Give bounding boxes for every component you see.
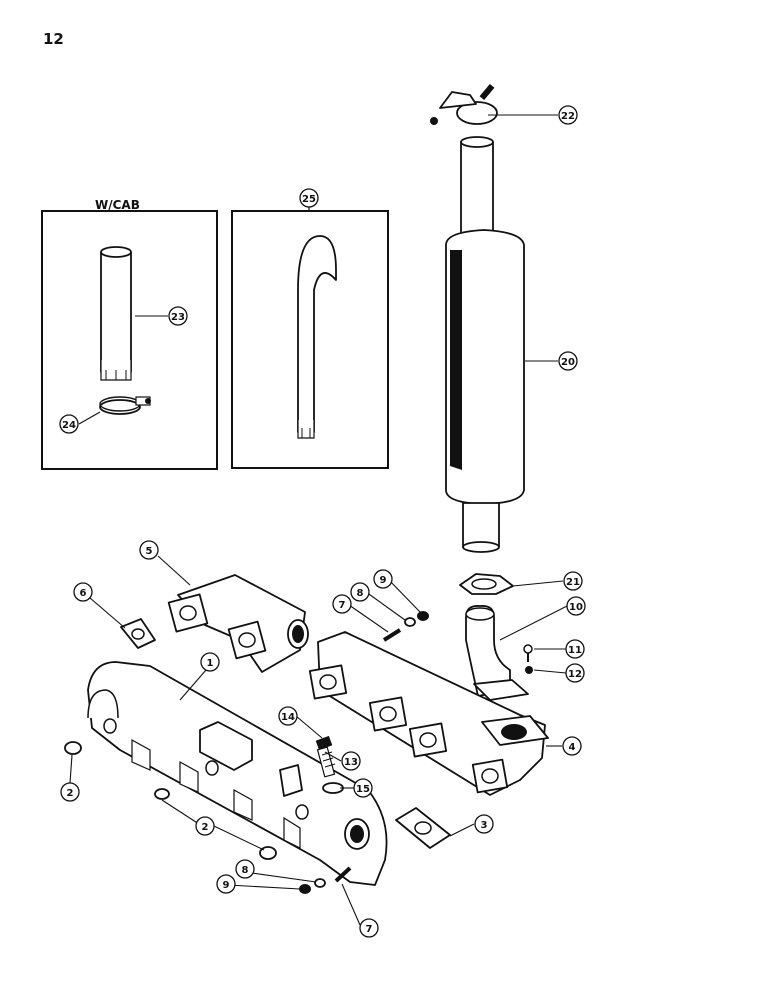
muffler xyxy=(445,136,525,553)
curved-exhaust-pipe xyxy=(297,235,337,439)
temperature-sender xyxy=(315,735,336,778)
elbow-nut xyxy=(525,666,533,674)
manifold-stud xyxy=(382,628,402,642)
pipe-clamp xyxy=(99,396,151,415)
manifold-stud xyxy=(334,866,352,883)
callout: 2 xyxy=(60,782,80,802)
callout: 7 xyxy=(359,918,379,938)
manifold-gasket-small xyxy=(120,618,156,649)
callout: 22 xyxy=(558,105,578,125)
svg-text:9: 9 xyxy=(223,880,230,891)
svg-text:1: 1 xyxy=(207,658,214,669)
svg-text:6: 6 xyxy=(80,588,87,599)
svg-text:11: 11 xyxy=(568,645,582,656)
svg-text:21: 21 xyxy=(566,577,580,588)
callout: 8 xyxy=(350,582,370,602)
manifold-gasket-large xyxy=(395,807,451,849)
washer xyxy=(314,878,326,888)
svg-text:3: 3 xyxy=(481,820,488,831)
callout: 24 xyxy=(59,414,79,434)
curved-pipe-option-box xyxy=(231,210,389,469)
straight-exhaust-pipe xyxy=(100,246,132,381)
svg-text:15: 15 xyxy=(356,784,370,795)
callout: 10 xyxy=(566,596,586,616)
rear-manifold-section xyxy=(308,631,549,796)
pipe-plug xyxy=(64,741,82,755)
exhaust-manifold xyxy=(87,661,388,886)
cab-option-box xyxy=(41,210,218,470)
muffler-gasket xyxy=(459,573,514,595)
washer xyxy=(404,617,416,627)
callout: 2 xyxy=(195,816,215,836)
callout: 23 xyxy=(168,306,188,326)
svg-text:4: 4 xyxy=(569,742,576,753)
leader-lines xyxy=(69,114,568,926)
nut xyxy=(417,611,429,621)
callout: 1 xyxy=(200,652,220,672)
pipe-plug xyxy=(154,788,170,800)
callout: 15 xyxy=(353,778,373,798)
rain-cap xyxy=(430,83,498,125)
callout: 9 xyxy=(373,569,393,589)
elbow-bolt xyxy=(523,644,533,662)
svg-text:5: 5 xyxy=(146,546,153,557)
callout: 11 xyxy=(565,639,585,659)
cab-box-title: W/CAB xyxy=(95,198,140,212)
callout: 6 xyxy=(73,582,93,602)
svg-text:10: 10 xyxy=(569,602,583,613)
callout: 25 xyxy=(299,188,319,208)
exhaust-elbow xyxy=(465,605,529,701)
svg-text:2: 2 xyxy=(202,822,209,833)
svg-text:8: 8 xyxy=(242,865,249,876)
callout: 8 xyxy=(235,859,255,879)
svg-text:8: 8 xyxy=(357,588,364,599)
svg-text:7: 7 xyxy=(339,600,346,611)
callout: 20 xyxy=(558,351,578,371)
svg-text:20: 20 xyxy=(561,357,575,368)
callout: 14 xyxy=(278,706,298,726)
svg-text:2: 2 xyxy=(67,788,74,799)
callout: 3 xyxy=(474,814,494,834)
page-number: 12 xyxy=(43,30,64,48)
svg-text:13: 13 xyxy=(344,757,358,768)
front-manifold-section xyxy=(167,574,309,673)
svg-text:25: 25 xyxy=(302,194,316,205)
callout: 7 xyxy=(332,594,352,614)
svg-text:12: 12 xyxy=(568,669,582,680)
callout: 13 xyxy=(341,751,361,771)
callout: 21 xyxy=(563,571,583,591)
svg-text:22: 22 xyxy=(561,111,575,122)
callout: 9 xyxy=(216,874,236,894)
svg-text:23: 23 xyxy=(171,312,185,323)
svg-text:14: 14 xyxy=(281,712,295,723)
svg-text:9: 9 xyxy=(380,575,387,586)
svg-text:24: 24 xyxy=(62,420,76,431)
callout: 12 xyxy=(565,663,585,683)
callout: 5 xyxy=(139,540,159,560)
nut xyxy=(299,884,311,894)
svg-text:7: 7 xyxy=(366,924,373,935)
callout: 4 xyxy=(562,736,582,756)
